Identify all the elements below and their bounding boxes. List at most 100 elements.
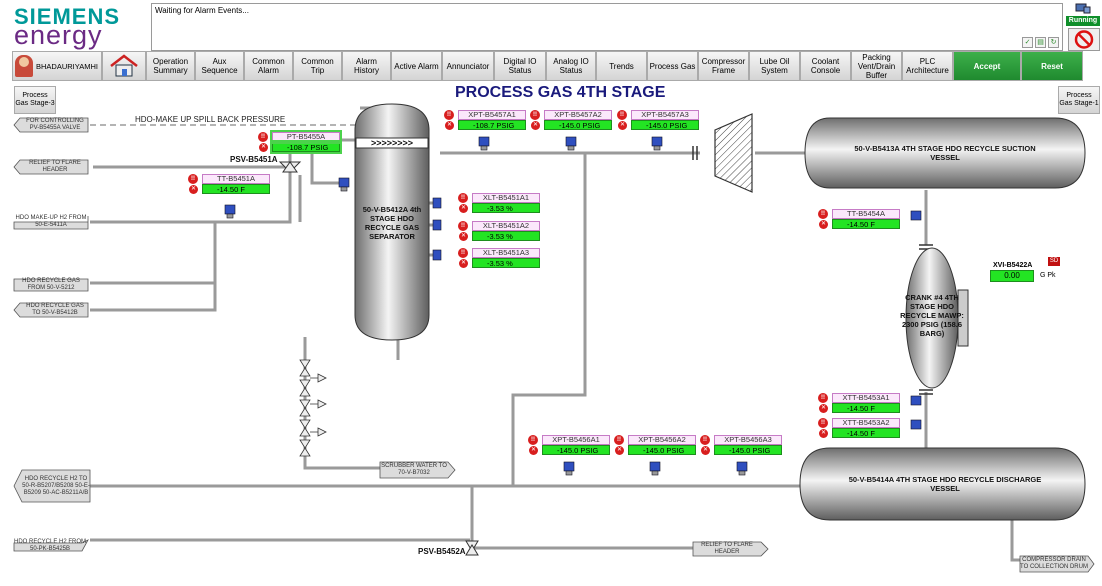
nav-common-trip[interactable]: Common Trip [293,51,342,81]
accept-button[interactable]: Accept [953,51,1021,81]
alarm-icon: !! [617,110,627,120]
nav-operation-summary[interactable]: Operation Summary [146,51,195,81]
suction-vessel-label: 50-V-B5413A 4TH STAGE HDO RECYCLE SUCTIO… [854,144,1036,162]
separator-vessel: >>>>>>>> [354,103,430,341]
instrument-xpt-b5456a1[interactable]: !! XPT-B5456A1 ✕ -145.0 PSIG [528,435,610,455]
instrument-xpt-b5456a2[interactable]: !! XPT-B5456A2 ✕ -145.0 PSIG [614,435,696,455]
running-status-badge: Running [1066,16,1100,26]
prev-stage-button[interactable]: Process Gas Stage-3 [14,86,56,114]
label-hdo-makeup-h2: HDO MAKE-UP H2 FROM 50-E-5411A [15,215,87,228]
vibration-unit: G Pk [1040,272,1056,279]
nav-trends[interactable]: Trends [596,51,647,81]
user-avatar [15,55,33,77]
fault-icon: ✕ [529,446,538,455]
stop-button[interactable] [1068,28,1100,51]
instrument-value: -145.0 PSIG [631,120,699,130]
refresh-icon[interactable]: ↻ [1048,37,1059,48]
psv-top-label: PSV-B5451A [230,155,278,164]
discharge-vessel [799,447,1086,521]
instrument-xpt-b5456a3[interactable]: !! XPT-B5456A3 ✕ -145.0 PSIG [700,435,782,455]
drain-valves-icon [299,359,311,457]
instrument-xlt-b5451a3[interactable]: !! XLT-B5451A3 ✕ -3.53 % [458,248,540,268]
label-recycle-h2-to: HDO RECYCLE H2 TO 50-R-B5207/B5208 50-E-… [22,475,90,496]
alarm-event-banner[interactable]: Waiting for Alarm Events... ✓ ▤ ↻ [151,3,1063,51]
label-recycle-h2-from: HDO RECYCLE H2 FROM 50-PK-B5425B [14,539,87,552]
label-controlling-valve: FOR CONTROLLING PV-B5455A VALVE [26,118,84,131]
nav-plc-architecture[interactable]: PLC Architecture [902,51,953,81]
psv-b5452a-valve-icon [465,540,479,556]
compressor-cylinder-icon [714,113,753,193]
nav-common-alarm[interactable]: Common Alarm [244,51,293,81]
alarm-banner-text: Waiting for Alarm Events... [155,6,249,15]
fault-icon: ✕ [618,121,627,130]
instrument-xlt-b5451a1[interactable]: !! XLT-B5451A1 ✕ -3.53 % [458,193,540,213]
instrument-tag: XPT-B5456A3 [714,435,782,445]
nav-lube-oil-system[interactable]: Lube Oil System [749,51,800,81]
nav-annunciator[interactable]: Annunciator [442,51,494,81]
runtime-status: Running [1066,3,1100,51]
main-navigation: BHADAURIYAMHI Operation Summary Aux Sequ… [12,51,1102,83]
nav-analog-io-status[interactable]: Analog IO Status [546,51,596,81]
instrument-xpt-b5457a3[interactable]: !! XPT-B5457A3 ✕ -145.0 PSIG [617,110,699,130]
nav-compressor-frame[interactable]: Compressor Frame [698,51,749,81]
nav-digital-io-status[interactable]: Digital IO Status [494,51,546,81]
nav-aux-sequence[interactable]: Aux Sequence [195,51,244,81]
instrument-xlt-b5451a2[interactable]: !! XLT-B5451A2 ✕ -3.53 % [458,221,540,241]
instrument-tag: XPT-B5457A3 [631,110,699,120]
reset-button[interactable]: Reset [1021,51,1083,81]
acknowledge-check-icon[interactable]: ✓ [1022,37,1033,48]
nav-packing-vent-drain-buffer[interactable]: Packing Vent/Drain Buffer [851,51,902,81]
alarm-icon: !! [818,209,828,219]
psv-b5451a-valve-icon [278,161,302,173]
instrument-xpt-b5457a2[interactable]: !! XPT-B5457A2 ✕ -145.0 PSIG [530,110,612,130]
page-title: PROCESS GAS 4TH STAGE [455,84,666,101]
label-recycle-gas-to: HDO RECYCLE GAS TO 50-V-B5412B [26,303,84,316]
instrument-xtt-b5453a2[interactable]: !! XTT-B5453A2 ✕ -14.50 F [818,418,900,438]
home-button[interactable] [102,51,146,81]
next-stage-button[interactable]: Process Gas Stage-1 [1058,86,1100,114]
instrument-value: -145.0 PSIG [628,445,696,455]
crank-label: CRANK #4 4TH STAGE HDO RECYCLE MAWP: 230… [900,293,964,338]
label-recycle-gas-from: HDO RECYCLE GAS FROM 50-V-5212 [22,278,80,291]
instrument-xpt-b5457a1[interactable]: !! XPT-B5457A1 ✕ -108.7 PSIG [444,110,526,130]
instrument-xtt-b5453a1[interactable]: !! XTT-B5453A1 ✕ -14.50 F [818,393,900,413]
logo-siemens: SIEMENS [14,4,121,29]
fault-icon: ✕ [459,204,468,213]
fault-icon: ✕ [459,259,468,268]
vibration-value[interactable]: 0.00 [990,270,1034,282]
logo-energy: energy [14,20,103,50]
nav-active-alarm[interactable]: Active Alarm [391,51,442,81]
instrument-value: -14.50 F [832,428,900,438]
user-button[interactable]: BHADAURIYAMHI [12,51,102,81]
instrument-tag: XTT-B5453A2 [832,418,900,428]
instrument-value: -3.53 % [472,258,540,268]
instrument-value: -108.7 PSIG [270,140,342,154]
discharge-vessel-label: 50-V-B5414A 4TH STAGE HDO RECYCLE DISCHA… [848,475,1042,493]
fault-icon: ✕ [459,232,468,241]
piping-lines [90,106,1020,562]
alarm-icon: !! [614,435,624,445]
instrument-tag: XLT-B5451A2 [472,221,540,231]
fault-icon: ✕ [701,446,710,455]
fault-icon: ✕ [615,446,624,455]
alarm-icon: !! [528,435,538,445]
instrument-value: -145.0 PSIG [714,445,782,455]
instrument-value: -14.50 F [832,403,900,413]
label-relief-flare: RELIEF TO FLARE HEADER [29,160,81,173]
instrument-tag: XPT-B5456A1 [542,435,610,445]
alarm-icon: !! [818,418,828,428]
instrument-pt-b5455a[interactable]: !! PT-B5455A ✕ -108.7 PSIG [258,130,342,154]
filter-icon[interactable]: ▤ [1035,37,1046,48]
instrument-value: -3.53 % [472,203,540,213]
line-label-arrows [13,117,1095,573]
nav-alarm-history[interactable]: Alarm History [342,51,391,81]
fault-icon: ✕ [819,429,828,438]
nav-process-gas[interactable]: Process Gas [647,51,698,81]
instrument-tag: PT-B5455A [270,130,342,144]
instrument-tt-b5454a[interactable]: !! TT-B5454A ✕ -14.50 F [818,209,900,229]
psv-bottom-label: PSV-B5452A [418,547,466,556]
instrument-tt-b5451a[interactable]: !! TT-B5451A ✕ -14.50 F [188,174,270,194]
instrument-tag: XLT-B5451A3 [472,248,540,258]
nav-coolant-console[interactable]: Coolant Console [800,51,851,81]
